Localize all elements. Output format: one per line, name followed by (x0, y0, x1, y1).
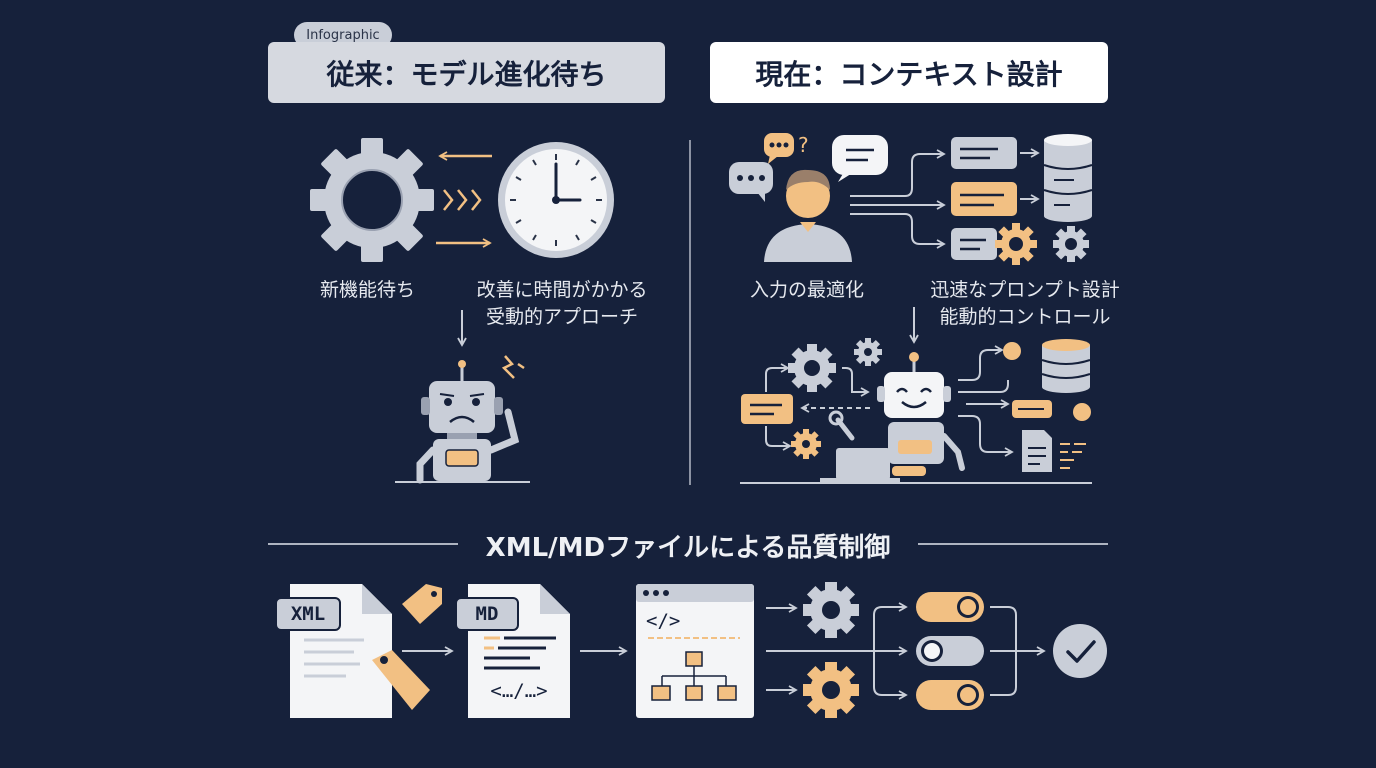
md-code-snippet: <…/…> (490, 680, 548, 702)
section-line-right (918, 543, 1108, 545)
gear-icon (995, 223, 1037, 265)
database-icon (1041, 339, 1091, 393)
text-card-icon (951, 137, 1017, 169)
database-icon (1043, 134, 1093, 222)
label-passive-approach: 受動的アプローチ (485, 306, 638, 328)
text-card-icon (741, 394, 793, 424)
md-document-icon (455, 584, 570, 718)
xml-document-icon (275, 584, 392, 718)
clock-icon (498, 142, 614, 258)
node-dot-icon (1073, 403, 1091, 421)
svg-text:?: ? (798, 133, 809, 157)
code-window-icon (636, 584, 754, 718)
branch-arrows (850, 149, 946, 249)
person-icon (764, 169, 852, 262)
label-waiting-features: 新機能待ち (320, 279, 416, 301)
code-tag-label: </> (646, 610, 681, 632)
sad-robot-icon (395, 355, 530, 484)
toggle-switch-icon (916, 680, 984, 710)
document-icon (1022, 430, 1086, 472)
tag-icon (402, 584, 442, 624)
gear-icon (803, 662, 859, 718)
toggle-switch-icon (916, 592, 984, 622)
gear-icon (854, 338, 882, 366)
label-input-optimization: 入力の最適化 (750, 279, 865, 301)
xml-tag-label: XML (290, 603, 326, 625)
text-card-icon (1012, 400, 1052, 418)
panel-divider (689, 140, 691, 485)
right-panel-title: 現在：コンテキスト設計 (710, 42, 1108, 103)
tag-icon (372, 650, 430, 710)
gear-icon (791, 429, 821, 459)
text-card-icon (951, 228, 997, 260)
label-active-control: 能動的コントロール (939, 306, 1111, 328)
wrench-icon (828, 410, 855, 441)
chat-bubble-icon (729, 162, 773, 202)
label-fast-prompt-design: 迅速なプロンプト設計 (930, 279, 1120, 301)
label-slow-improvement: 改善に時間がかかる (476, 279, 648, 301)
gear-icon (788, 344, 836, 392)
text-card-icon (951, 182, 1017, 216)
chevrons-right-icon (443, 189, 482, 211)
gear-icon (803, 582, 859, 638)
gear-icon (310, 138, 434, 262)
question-bubble-icon: ? (764, 133, 809, 164)
md-tag-label: MD (475, 603, 499, 625)
toggle-switch-icon (916, 636, 984, 666)
check-circle-icon (1053, 624, 1107, 678)
section-title: XML/MDファイルによる品質制御 (485, 533, 891, 563)
left-panel-title: 従来：モデル進化待ち (268, 42, 665, 103)
gear-icon (1053, 226, 1089, 262)
message-bubble-icon (832, 135, 888, 182)
section-line-left (268, 543, 458, 545)
happy-robot-icon (820, 352, 965, 482)
node-dot-icon (1003, 342, 1021, 360)
